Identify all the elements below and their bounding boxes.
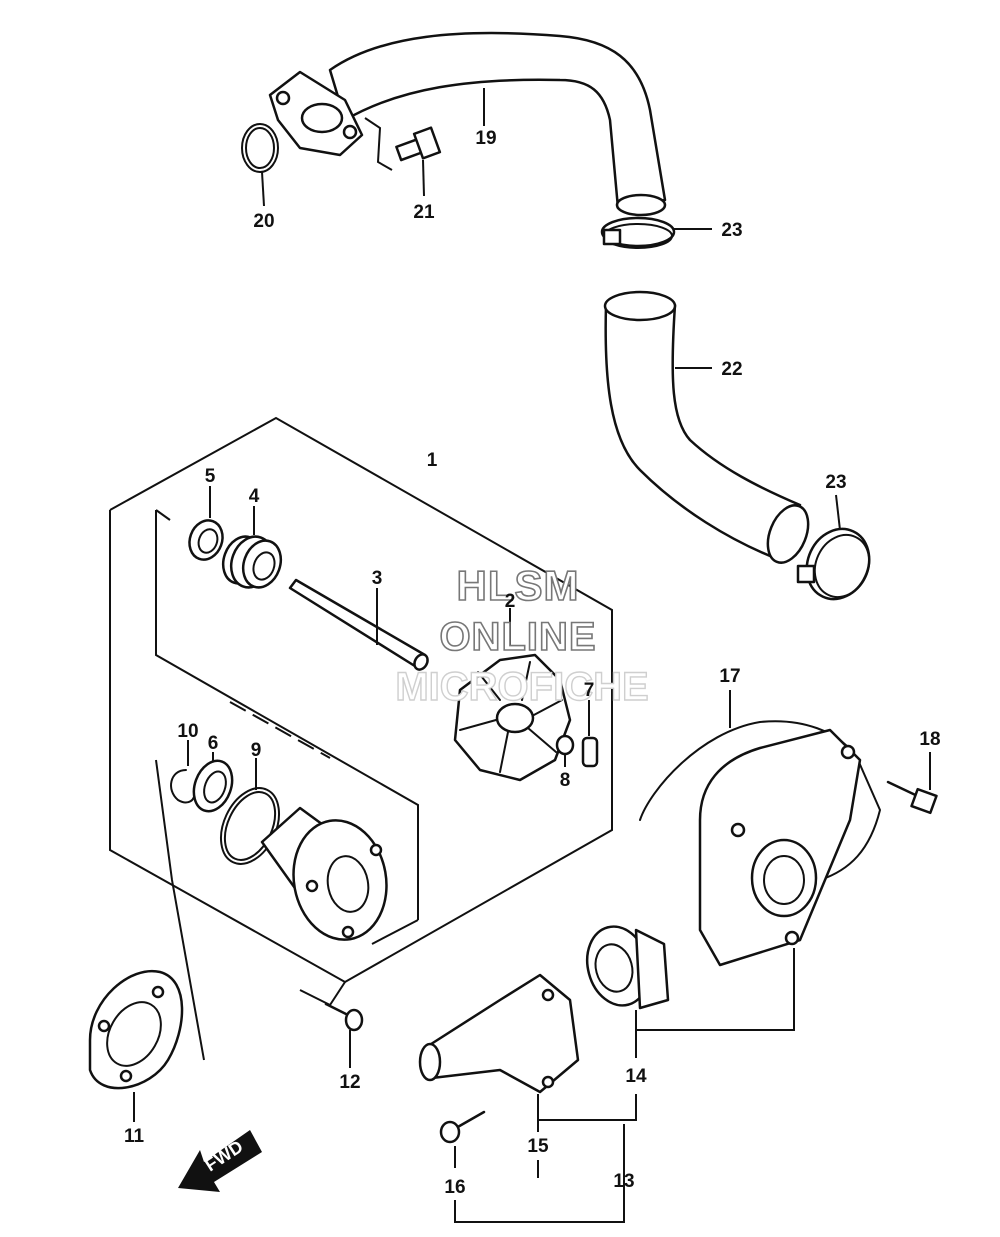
callout-14: 14 (625, 1066, 647, 1087)
washer-8 (555, 734, 575, 767)
pin-7 (581, 700, 599, 768)
screw-12 (299, 981, 364, 1068)
housing-17 (639, 690, 881, 967)
bracket-13 (454, 948, 795, 1223)
shaft-3 (288, 578, 429, 671)
callout-22: 22 (721, 359, 742, 380)
oring-20 (241, 123, 279, 207)
clamp-23-upper (600, 216, 712, 249)
thermostat-14 (585, 925, 670, 1058)
callout-6: 6 (208, 733, 219, 754)
pump-housing (260, 806, 388, 941)
watermark-line-2: ONLINE (439, 615, 596, 659)
callout-23-lower: 23 (825, 472, 846, 493)
callout-17: 17 (719, 666, 740, 687)
callout-labels: 1 2 3 4 5 6 7 8 9 10 11 12 13 14 15 16 1… (124, 128, 941, 1198)
callout-19: 19 (475, 128, 496, 149)
callout-1: 1 (427, 450, 438, 471)
gasket-11 (88, 759, 205, 1122)
seal-4 (221, 506, 283, 589)
callout-9: 9 (251, 740, 262, 761)
watermark-line-1: HLSM (457, 562, 580, 609)
clamp-23-lower (796, 494, 871, 601)
callout-15: 15 (527, 1136, 549, 1157)
callout-12: 12 (339, 1072, 360, 1093)
pipe-19 (268, 31, 667, 217)
cover-15 (418, 973, 580, 1132)
bearing-6 (192, 752, 234, 813)
screw-16 (439, 1110, 486, 1168)
watermark: HLSM ONLINE MICROFICHE (395, 561, 650, 710)
callout-11: 11 (124, 1126, 145, 1147)
callout-20: 20 (253, 211, 274, 232)
callout-23-upper: 23 (721, 220, 742, 241)
callout-13: 13 (613, 1171, 634, 1192)
callout-4: 4 (249, 486, 260, 507)
fwd-arrow-icon: FWD (178, 1130, 262, 1192)
watermark-line-3: MICROFICHE (395, 665, 648, 709)
callout-3: 3 (372, 568, 383, 589)
impeller-2 (453, 608, 572, 782)
assembly-box-1 (109, 416, 613, 984)
bolt-21 (364, 117, 442, 197)
callout-21: 21 (413, 202, 435, 223)
bolt-18 (886, 752, 938, 815)
callout-5: 5 (205, 466, 216, 487)
callout-16: 16 (444, 1177, 465, 1198)
callout-18: 18 (919, 729, 940, 750)
callout-7: 7 (584, 680, 595, 701)
seal-5 (188, 486, 224, 561)
callout-2: 2 (505, 591, 516, 612)
callout-10: 10 (177, 721, 198, 742)
circlip-10 (170, 740, 196, 804)
hose-22 (603, 290, 810, 564)
callout-8: 8 (560, 770, 571, 791)
